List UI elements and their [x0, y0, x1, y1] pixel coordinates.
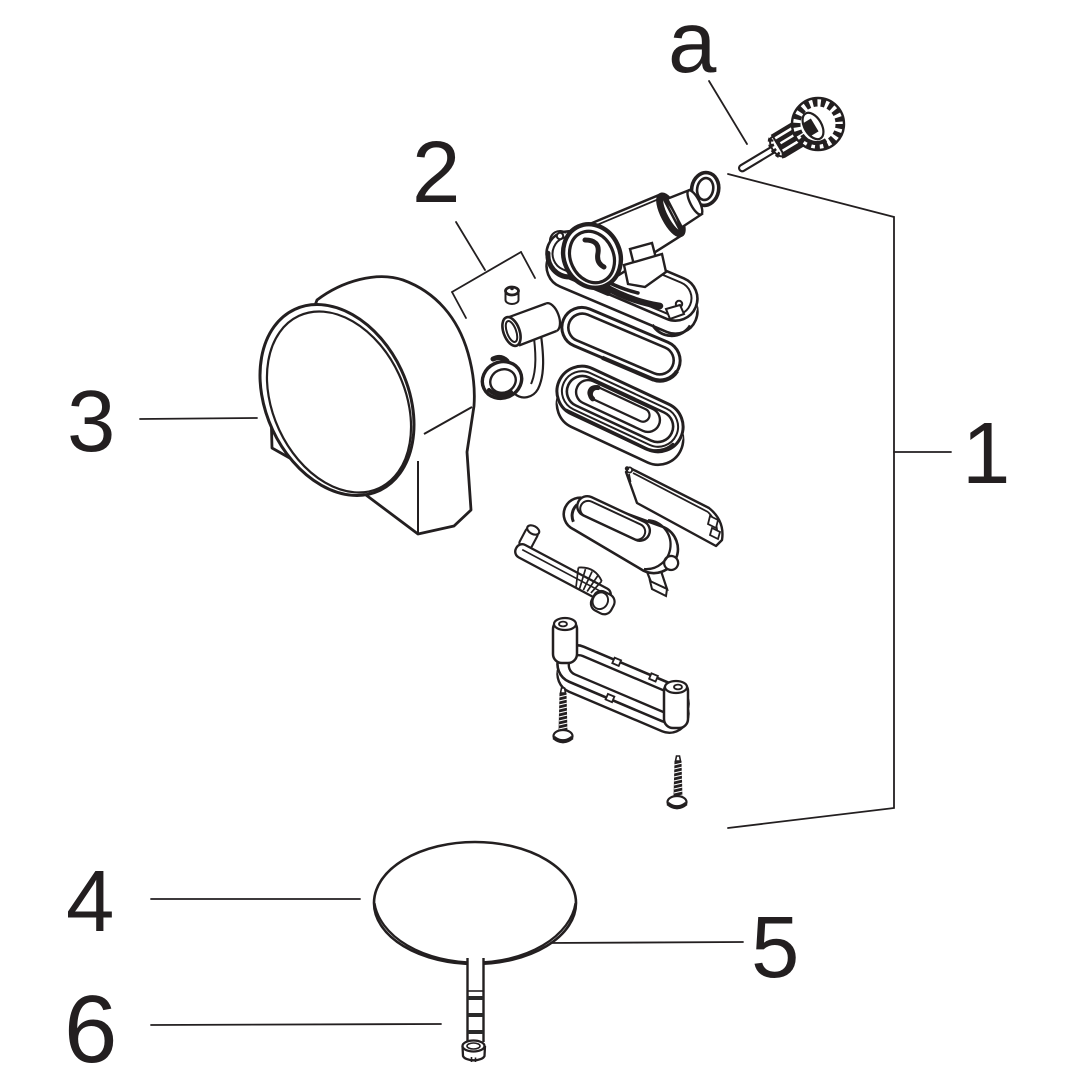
- svg-text:6: 6: [64, 976, 117, 1080]
- svg-text:5: 5: [751, 899, 799, 996]
- svg-text:a: a: [668, 0, 717, 91]
- svg-text:3: 3: [67, 373, 115, 470]
- svg-text:2: 2: [412, 124, 460, 221]
- svg-text:4: 4: [66, 853, 114, 950]
- svg-text:1: 1: [962, 405, 1010, 502]
